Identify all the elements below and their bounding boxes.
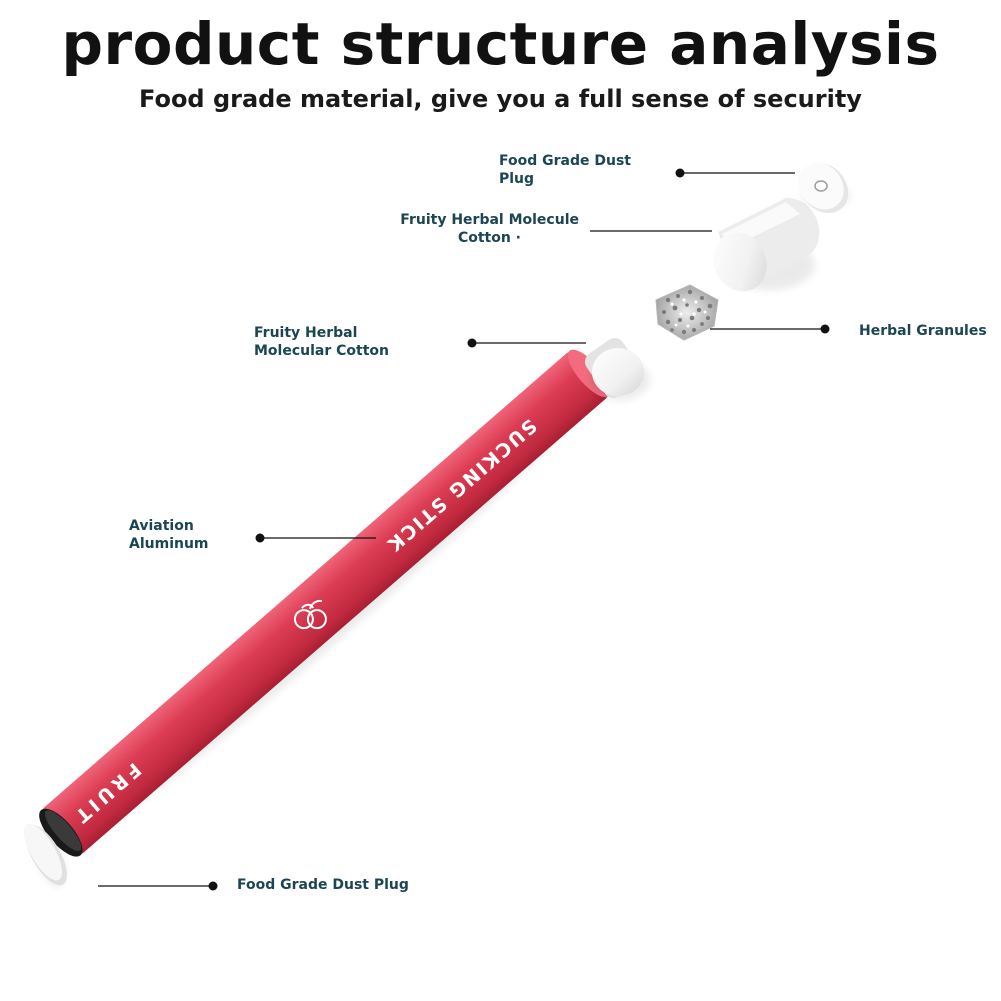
tube-shape: [42, 352, 608, 854]
leader-lines: [98, 168, 830, 891]
molecule-cotton-shape: [713, 197, 820, 292]
leader-dot-dust-plug-bottom: [208, 881, 218, 891]
tube-label-sucking-stick: SUCKING STICK: [382, 414, 541, 556]
page-subtitle: Food grade material, give you a full sen…: [139, 85, 862, 113]
page-title: product structure analysis: [61, 10, 940, 78]
label-molecular-cotton: Fruity Herbal Molecular Cotton: [254, 324, 389, 360]
herbal-granules-shape: [655, 284, 719, 341]
dust-plug-top-shape: [798, 162, 850, 214]
label-aviation-aluminum-line2: Aluminum: [129, 536, 209, 552]
label-dust-plug-top: Food Grade Dust Plug: [499, 152, 631, 188]
label-dust-plug-bottom-line1: Food Grade Dust Plug: [237, 877, 409, 893]
leader-dot-aviation-aluminum: [255, 533, 265, 543]
label-herbal-granules: Herbal Granules: [859, 322, 987, 340]
tube-body: SUCKING STICK FRUIT: [39, 349, 611, 857]
label-dust-plug-bottom: Food Grade Dust Plug: [237, 876, 409, 894]
label-molecule-cotton: Fruity Herbal Molecule Cotton ·: [390, 211, 579, 247]
leader-dot-herbal-granules: [820, 324, 830, 334]
dust-plug-bottom-shape: [23, 823, 67, 887]
label-molecule-cotton-line1: Fruity Herbal Molecule: [400, 212, 579, 228]
leader-dot-molecular-cotton: [467, 338, 477, 348]
label-molecule-cotton-line2: Cotton ·: [457, 230, 521, 246]
label-aviation-aluminum-line1: Aviation: [129, 518, 194, 534]
label-molecular-cotton-line2: Molecular Cotton: [254, 343, 389, 359]
leader-dot-dust-plug-top: [675, 168, 685, 178]
label-dust-plug-top-line1: Food Grade Dust: [499, 153, 631, 169]
label-molecular-cotton-line1: Fruity Herbal: [254, 325, 358, 341]
label-herbal-granules-line1: Herbal Granules: [859, 323, 987, 339]
molecular-cotton-shape: [584, 338, 650, 400]
label-aviation-aluminum: Aviation Aluminum: [129, 517, 209, 553]
apple-icon: [293, 599, 327, 630]
label-dust-plug-top-line2: Plug: [499, 171, 535, 187]
